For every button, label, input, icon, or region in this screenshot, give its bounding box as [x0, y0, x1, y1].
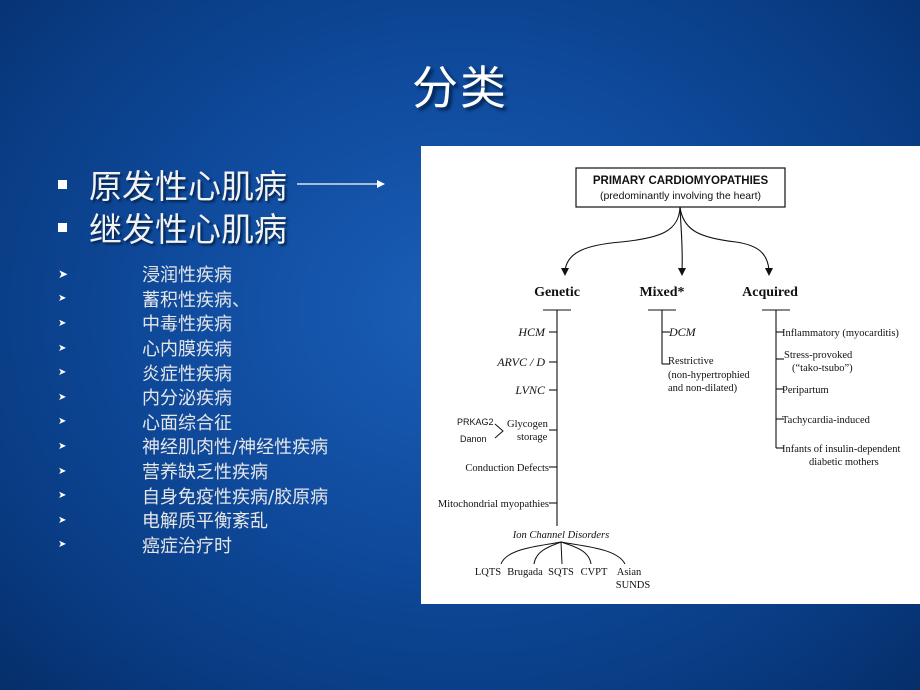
mixed-restrictive-1: Restrictive [668, 356, 714, 367]
arrow-right-icon [297, 180, 385, 188]
ion-child-cvpt: CVPT [581, 567, 608, 578]
list-item: ➤浸润性疾病 [58, 265, 232, 287]
glycogen-label-1: Glycogen [507, 419, 549, 430]
ion-child-brugada: Brugada [507, 567, 543, 578]
list-item: ➤自身免疫性疾病/胶原病 [58, 486, 329, 508]
branch-connectors [564, 206, 770, 272]
ion-child-sunds: SUNDS [616, 580, 651, 591]
arrow-bullet-icon: ➤ [58, 490, 67, 502]
list-item: ➤神经肌肉性/神经性疾病 [58, 437, 329, 459]
list-item: ➤中毒性疾病 [58, 314, 232, 336]
acquired-item-peripartum: Peripartum [782, 385, 829, 396]
root-title: PRIMARY CARDIOMYOPATHIES [593, 175, 769, 187]
acquired-item-infants-1: Infants of insulin-dependent [782, 444, 900, 455]
ion-child-sqts: SQTS [548, 567, 574, 578]
tree-trunks [543, 309, 790, 526]
arrow-bullet-icon: ➤ [58, 539, 67, 551]
list-item: ➤营养缺乏性疾病 [58, 462, 268, 484]
diagram-canvas: PRIMARY CARDIOMYOPATHIES (predominantly … [438, 167, 900, 591]
gene-prkag2: PRKAG2 [457, 417, 494, 427]
mixed-restrictive-3: and non-dilated) [668, 383, 738, 394]
arrow-bullet-icon: ➤ [58, 514, 67, 526]
mixed-ticks [662, 331, 670, 365]
main-bullet-label: 原发性心肌病 [89, 167, 287, 206]
arrowhead-icon [561, 268, 569, 276]
arrow-bullet-icon: ➤ [58, 440, 67, 452]
ion-child-lqts: LQTS [475, 567, 501, 578]
arrow-bullet-icon: ➤ [58, 342, 67, 354]
acquired-ticks [776, 331, 784, 449]
square-bullet-icon [58, 222, 67, 232]
arrowhead-icon [765, 268, 773, 276]
list-item: ➤心内膜疾病 [58, 339, 232, 361]
arrow-bullet-icon: ➤ [58, 293, 67, 305]
branch-label-mixed: Mixed* [639, 285, 684, 300]
main-bullet-label: 继发性心肌病 [89, 210, 287, 249]
arrow-bullet-icon: ➤ [58, 391, 67, 403]
acquired-item-tachycardia: Tachycardia-induced [782, 415, 871, 426]
secondary-cause-list: ➤浸润性疾病 ➤蓄积性疾病、 ➤中毒性疾病 ➤心内膜疾病 ➤炎症性疾病 ➤内分泌… [58, 262, 328, 557]
connector-mixed [679, 206, 683, 272]
mixed-item-dcm: DCM [668, 325, 697, 339]
main-bullet-primary: 原发性心肌病 [58, 160, 387, 208]
genetic-ticks [549, 331, 557, 504]
list-item: ➤内分泌疾病 [58, 388, 232, 410]
bracket-icon [494, 423, 504, 439]
connector-genetic [564, 206, 681, 272]
acquired-item-inflammatory: Inflammatory (myocarditis) [782, 328, 899, 339]
arrow-bullet-icon: ➤ [58, 267, 69, 282]
branch-arrowheads [561, 268, 773, 276]
square-bullet-icon [58, 179, 67, 189]
branch-label-acquired: Acquired [742, 285, 798, 300]
cardiomyopathy-classification-diagram: PRIMARY CARDIOMYOPATHIES (predominantly … [421, 146, 920, 604]
acquired-item-infants-2: diabetic mothers [809, 457, 879, 468]
acquired-item-stress-1: Stress-provoked [784, 350, 853, 361]
connector-acquired [679, 206, 770, 272]
arrow-bullet-icon: ➤ [58, 367, 67, 379]
arrow-bullet-icon: ➤ [58, 465, 67, 477]
mixed-restrictive-2: (non-hypertrophied [668, 370, 750, 381]
gene-danon: Danon [460, 434, 487, 444]
genetic-item-hcm: HCM [517, 325, 546, 339]
genetic-item-lvnc: LVNC [514, 383, 546, 397]
arrowhead-icon [678, 268, 686, 276]
genetic-item-arvc: ARVC / D [496, 355, 545, 369]
acquired-item-stress-2: (“tako-tsubo”) [792, 363, 853, 374]
slide-title: 分类 [412, 61, 508, 115]
list-item: ➤蓄积性疾病、 [58, 289, 250, 311]
list-item: ➤心面综合征 [58, 412, 232, 434]
arrow-bullet-icon: ➤ [58, 317, 67, 329]
list-item: ➤癌症治疗时 [58, 535, 232, 557]
arrow-bullet-icon: ➤ [58, 416, 67, 428]
genetic-item-conduction: Conduction Defects [465, 463, 549, 474]
branch-label-genetic: Genetic [534, 285, 580, 300]
list-item: ➤电解质平衡紊乱 [58, 511, 268, 533]
glycogen-label-2: storage [517, 432, 548, 443]
root-subtitle: (predominantly involving the heart) [600, 190, 761, 202]
ion-channel-connectors [500, 541, 626, 565]
main-bullet-secondary: 继发性心肌病 [58, 203, 287, 251]
list-item: ➤炎症性疾病 [58, 363, 232, 385]
genetic-item-mito: Mitochondrial myopathies [438, 499, 549, 510]
ion-child-asian: Asian [617, 567, 642, 578]
ion-channel-label: Ion Channel Disorders [512, 530, 609, 541]
